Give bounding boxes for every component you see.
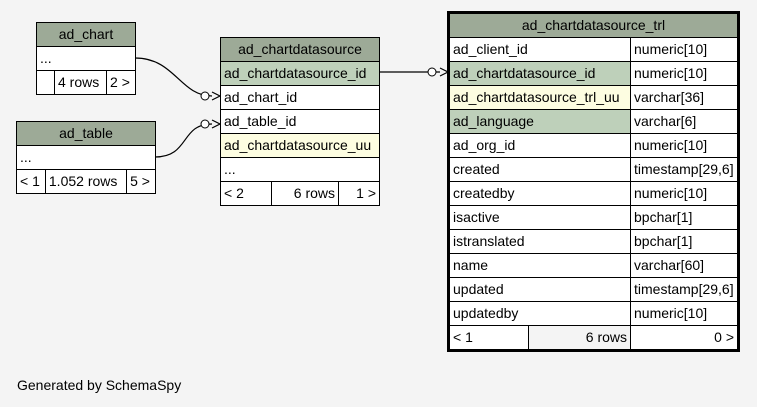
ad-chartdatasource-col-chart-id: ad_chart_id xyxy=(220,85,380,110)
ad-chartdatasource-trl-prev: < 1 xyxy=(448,325,529,351)
ad-chartdatasource-col-table-id: ad_table_id xyxy=(220,109,380,134)
ad-chart-rowcount: 4 rows xyxy=(53,70,108,95)
chart-relation-marker xyxy=(200,91,210,101)
ad-table-row: ... xyxy=(16,145,156,170)
ad-chartdatasource-trl-rowcount: 6 rows xyxy=(528,325,631,351)
ad-chartdatasource-trl-title[interactable]: ad_chartdatasource_trl xyxy=(448,12,739,38)
table-relation-marker xyxy=(200,119,210,129)
table-to-datasource-line xyxy=(154,123,213,158)
ad-chartdatasource-trl-next: 0 > xyxy=(630,325,739,351)
ad-chart-title[interactable]: ad_chart xyxy=(36,22,136,47)
ad-table-prev: < 1 xyxy=(16,169,46,194)
chart-to-datasource-line xyxy=(134,57,213,97)
ad-chartdatasource-col-more: ... xyxy=(220,157,380,182)
ad-chart-table[interactable]: ad_chart ... 4 rows 2 > xyxy=(36,22,136,95)
ad-chartdatasource-col-uu: ad_chartdatasource_uu xyxy=(220,133,380,158)
generated-by-text: Generated by SchemaSpy xyxy=(17,377,182,393)
ad-chartdatasource-rowcount: 6 rows xyxy=(271,181,339,206)
ad-chartdatasource-prev: < 2 xyxy=(220,181,272,206)
ad-table-title[interactable]: ad_table xyxy=(16,121,156,146)
ad-chartdatasource-title[interactable]: ad_chartdatasource xyxy=(220,37,380,62)
ad-table-next: 5 > xyxy=(126,169,156,194)
ad-chartdatasource-col-id: ad_chartdatasource_id xyxy=(220,61,380,86)
ad-chart-row: ... xyxy=(36,46,136,71)
ad-chartdatasource-table[interactable]: ad_chartdatasource ad_chartdatasource_id… xyxy=(220,37,380,206)
ad-chart-prev xyxy=(36,70,55,95)
ad-table-table[interactable]: ad_table ... < 1 1.052 rows 5 > xyxy=(16,121,156,194)
ad-chartdatasource-next: 1 > xyxy=(338,181,380,206)
ad-chart-next: 2 > xyxy=(106,70,136,95)
ad-table-rowcount: 1.052 rows xyxy=(44,169,128,194)
trl-relation-marker xyxy=(427,67,437,77)
